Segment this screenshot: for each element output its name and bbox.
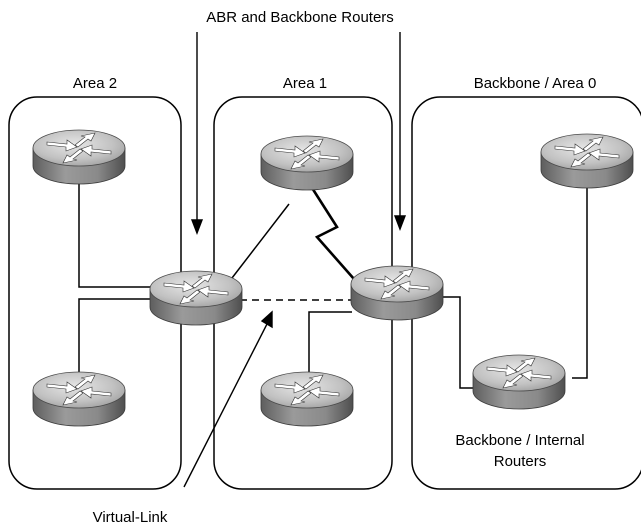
abr-arrow-right-head <box>393 215 407 231</box>
link-abr2-area1-bottom <box>308 311 352 376</box>
link-area2-bottom <box>78 298 154 377</box>
link-area2-top <box>78 182 154 288</box>
internal-routers-label-line1: Backbone / Internal <box>455 432 585 449</box>
router-area2-top <box>32 129 126 185</box>
link-backbone-top-internal <box>572 186 588 379</box>
virtual-link-arrow-head <box>260 310 273 329</box>
link-abr1-area1-top <box>231 203 290 279</box>
internal-routers-label-line2: Routers <box>493 453 547 470</box>
router-area1-bottom <box>260 371 354 427</box>
virtual-link-arrow-shaft <box>183 323 268 488</box>
abr-arrow-left-head <box>190 219 204 235</box>
area2-label: Area 2 <box>72 75 118 92</box>
area0-label: Backbone / Area 0 <box>473 75 597 92</box>
router-area1-top <box>260 135 354 191</box>
router-abr-right <box>350 265 444 321</box>
router-abr-left <box>149 270 243 326</box>
router-backbone-top <box>540 133 634 189</box>
virtual-link-label: Virtual-Link <box>92 509 168 526</box>
top-annotation-label: ABR and Backbone Routers <box>206 9 394 26</box>
router-area2-bottom <box>32 371 126 427</box>
serial-link <box>305 179 355 280</box>
link-abr2-internal <box>442 296 474 389</box>
area1-label: Area 1 <box>282 75 328 92</box>
router-backbone-internal <box>472 354 566 410</box>
